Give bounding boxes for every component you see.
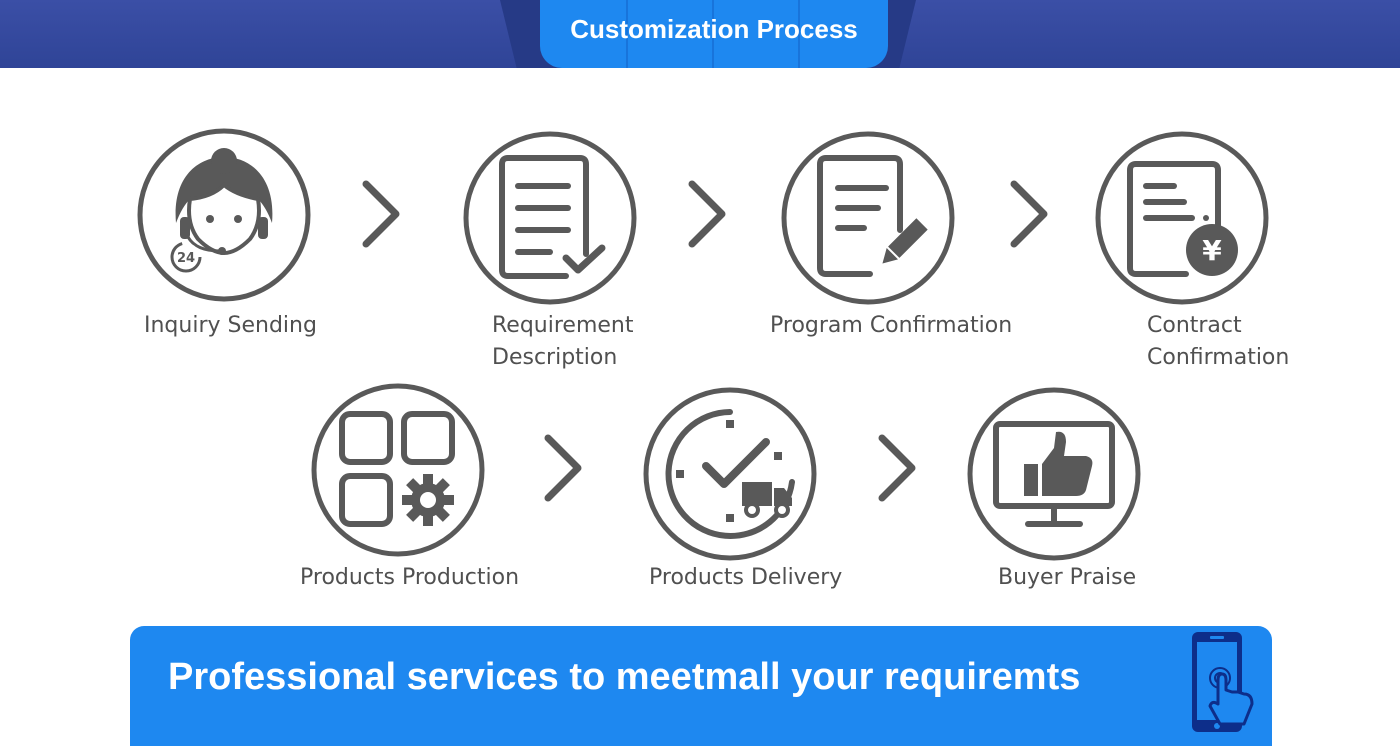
chevron-right-icon — [362, 180, 400, 248]
step-label: Contract Confirmation — [1147, 313, 1290, 370]
clock-truck-icon — [643, 387, 817, 561]
step-label: Inquiry Sending — [144, 313, 317, 338]
step-label: Products Production — [300, 565, 520, 590]
yen-badge: ¥ — [1202, 234, 1222, 267]
step-label: Buyer Praise — [998, 565, 1137, 590]
document-yen-icon: ¥ — [1095, 131, 1269, 305]
step-label: Program Confirmation — [770, 313, 1013, 338]
title-tab: Customization Process — [540, 0, 888, 68]
phone-touch-icon — [1192, 632, 1254, 732]
step-badge-24: 24 — [177, 251, 195, 266]
apps-gear-icon — [311, 383, 485, 557]
customer-service-icon: 24 — [137, 128, 311, 302]
header-bar: Customization Process — [0, 0, 1400, 68]
document-edit-icon — [781, 131, 955, 305]
chevron-right-icon — [1010, 180, 1048, 248]
chevron-right-icon — [688, 180, 726, 248]
step-label: Products Delivery — [649, 565, 843, 590]
chevron-right-icon — [544, 434, 582, 502]
banner-text: Professional services to meetmall your r… — [168, 656, 1081, 698]
monitor-thumbs-up-icon — [967, 387, 1141, 561]
chevron-right-icon — [878, 434, 916, 502]
step-label: Requirement Description — [492, 313, 634, 370]
page-title: Customization Process — [570, 14, 858, 44]
document-check-icon — [463, 131, 637, 305]
services-banner: Professional services to meetmall your r… — [130, 626, 1272, 746]
